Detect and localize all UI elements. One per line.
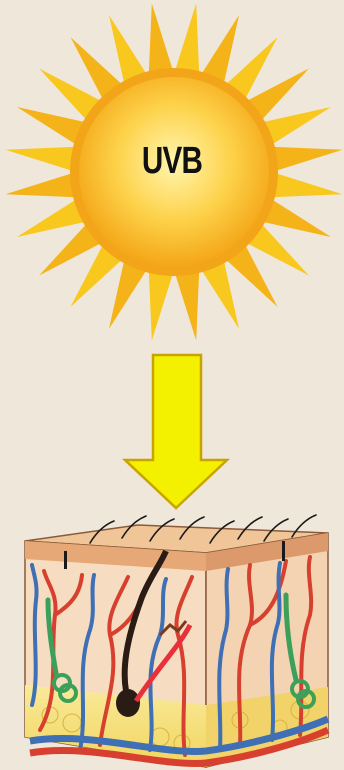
sun-ray [174,267,199,341]
down-arrow-graphic [120,352,232,512]
uvb-label: UVB [38,140,306,183]
sun-ray [149,3,174,77]
arrow-shape [125,355,227,508]
down-arrow-icon [120,352,232,512]
skin-graphic [10,505,340,770]
sun-ray [174,3,199,77]
skin-cross-section-illustration [10,505,340,770]
sun-ray [149,267,174,341]
sun-icon: UVB [0,0,344,345]
hair-bulb [116,689,140,717]
